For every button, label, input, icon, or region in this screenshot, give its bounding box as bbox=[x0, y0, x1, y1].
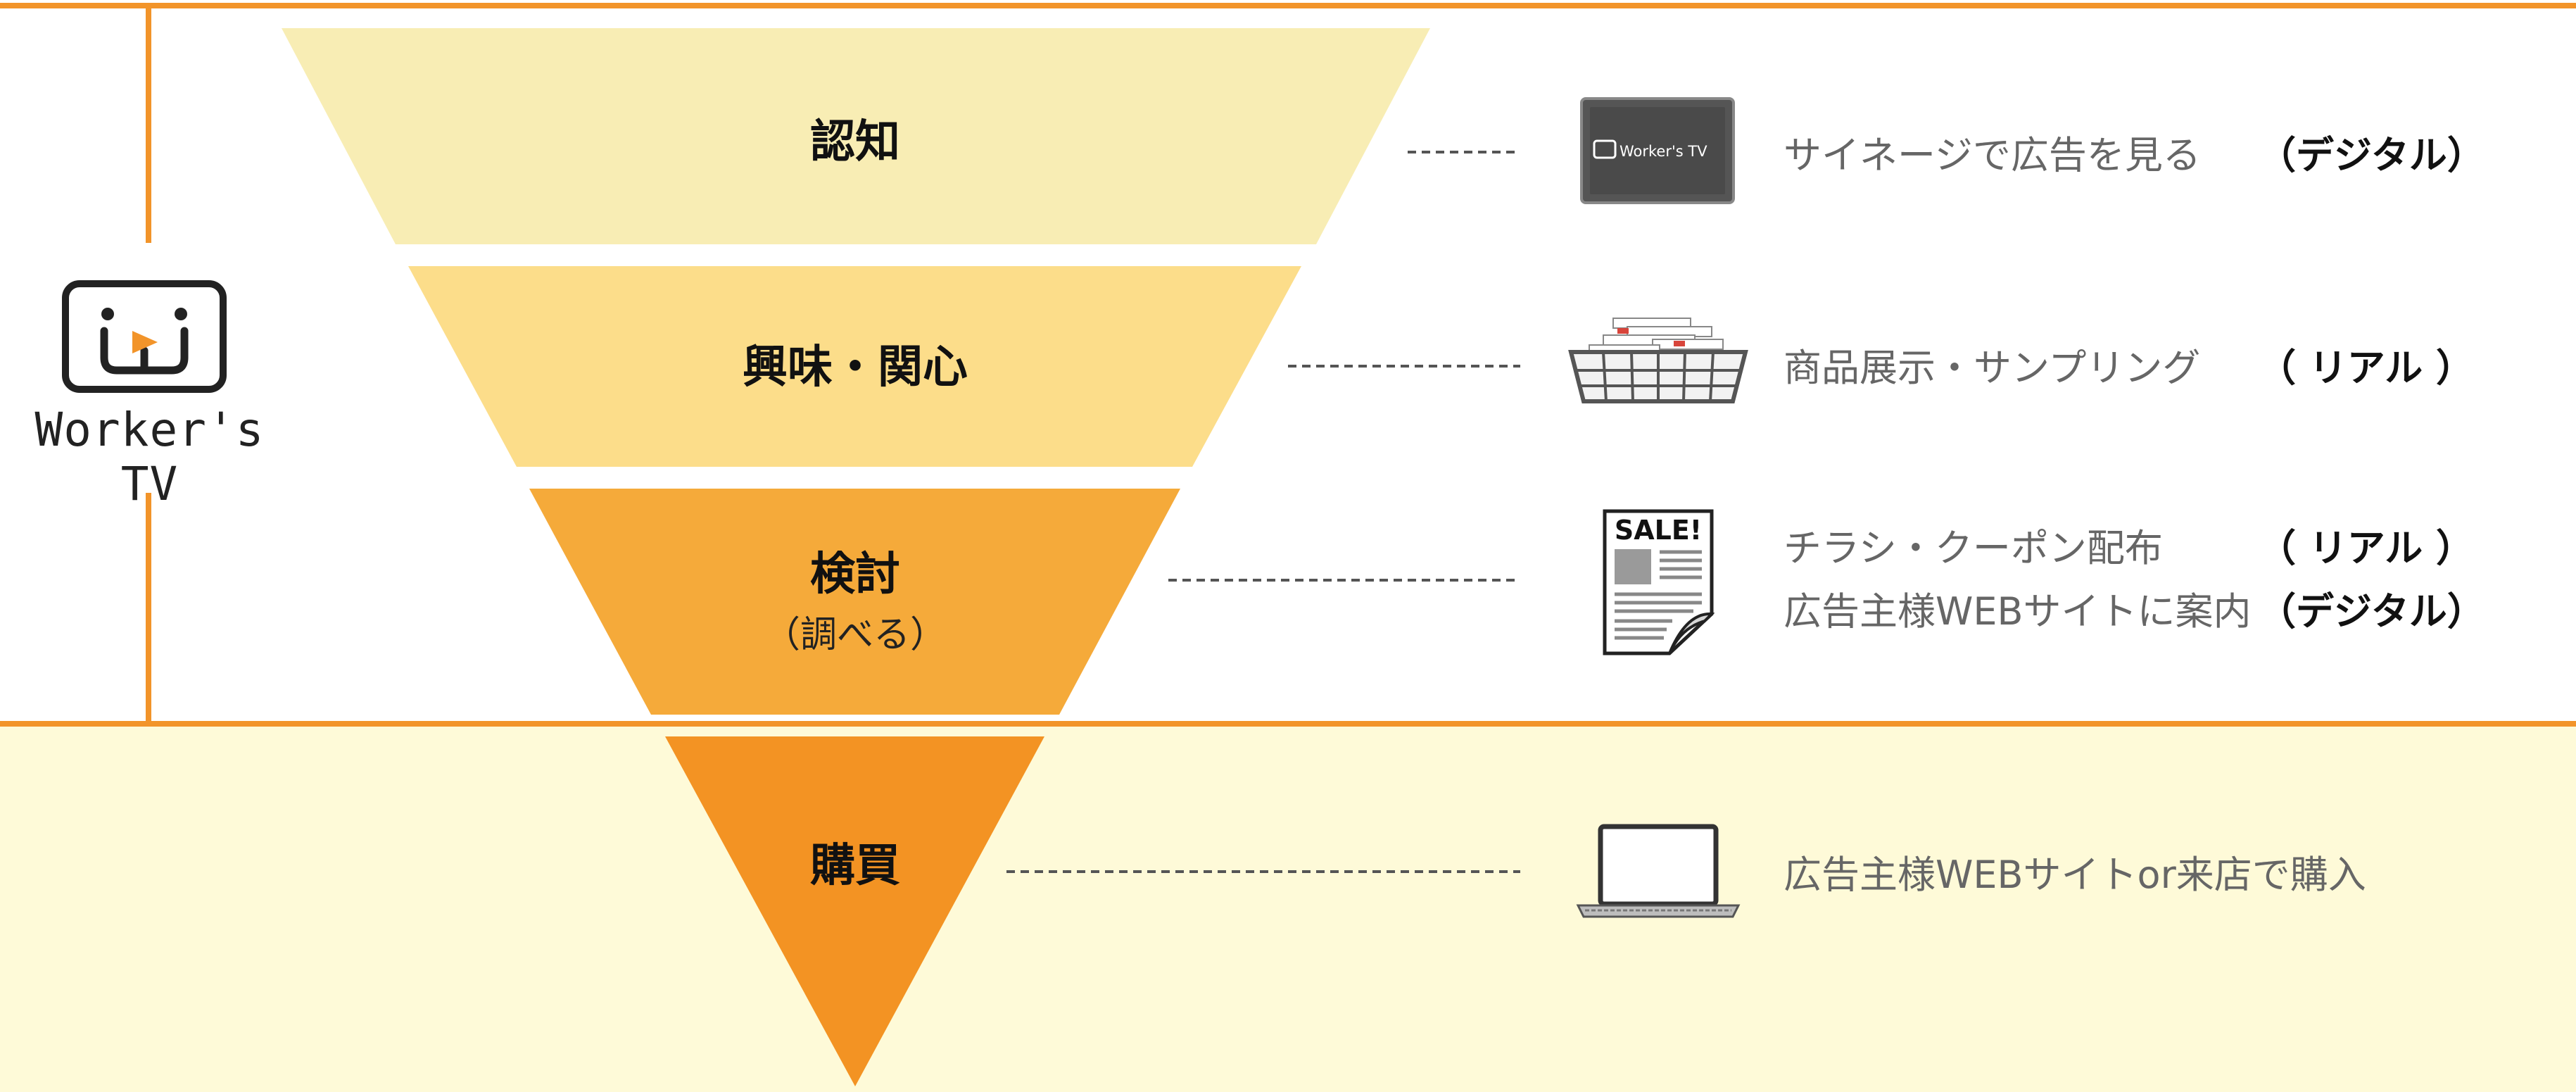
tv-screen-icon: Worker's TV bbox=[1580, 97, 1735, 204]
item-text-purchase: 広告主様WEBサイトor来店で購入 bbox=[1783, 853, 2366, 897]
stage-label-awareness: 認知 bbox=[810, 116, 900, 168]
stage-label-consideration: 検討 bbox=[810, 548, 900, 601]
funnel-stage-awareness bbox=[282, 28, 1430, 244]
top-rule bbox=[0, 3, 2576, 8]
funnel-stage-interest bbox=[408, 266, 1301, 467]
tv-screen-brand: Worker's TV bbox=[1620, 143, 1707, 160]
item-tag-interest: （ リアル ） bbox=[2258, 346, 2475, 390]
bracket-line-upper bbox=[146, 7, 151, 243]
funnel-stage-purchase bbox=[665, 736, 1044, 1086]
stage-sublabel-consideration: （調べる） bbox=[763, 614, 947, 656]
laptop-icon bbox=[1576, 824, 1741, 918]
item-text-consideration-2: 広告主様WEBサイトに案内 bbox=[1783, 589, 2252, 634]
sale-flyer-icon: SALE! bbox=[1603, 509, 1715, 655]
item-text-consideration-1: チラシ・クーポン配布 bbox=[1783, 526, 2163, 570]
item-text-awareness: サイネージで広告を見る bbox=[1783, 133, 2201, 177]
bracket-line-lower bbox=[146, 493, 151, 725]
purchase-band bbox=[0, 725, 2576, 1092]
stage-label-purchase: 購買 bbox=[810, 840, 900, 892]
item-text-interest: 商品展示・サンプリング bbox=[1783, 346, 2201, 390]
item-tag-consideration-2: （デジタル） bbox=[2258, 589, 2485, 634]
flyer-sale-text: SALE! bbox=[1615, 515, 1702, 546]
item-tag-consideration-1: （ リアル ） bbox=[2258, 526, 2475, 570]
stage-label-interest: 興味・関心 bbox=[743, 341, 968, 394]
product-basket-icon bbox=[1568, 318, 1748, 403]
middle-rule bbox=[0, 721, 2576, 727]
funnel-stage-consideration bbox=[529, 489, 1180, 715]
item-tag-awareness: （デジタル） bbox=[2258, 133, 2485, 177]
brand-logo-icon bbox=[62, 280, 227, 393]
brand-name: Worker's TV bbox=[34, 403, 265, 511]
